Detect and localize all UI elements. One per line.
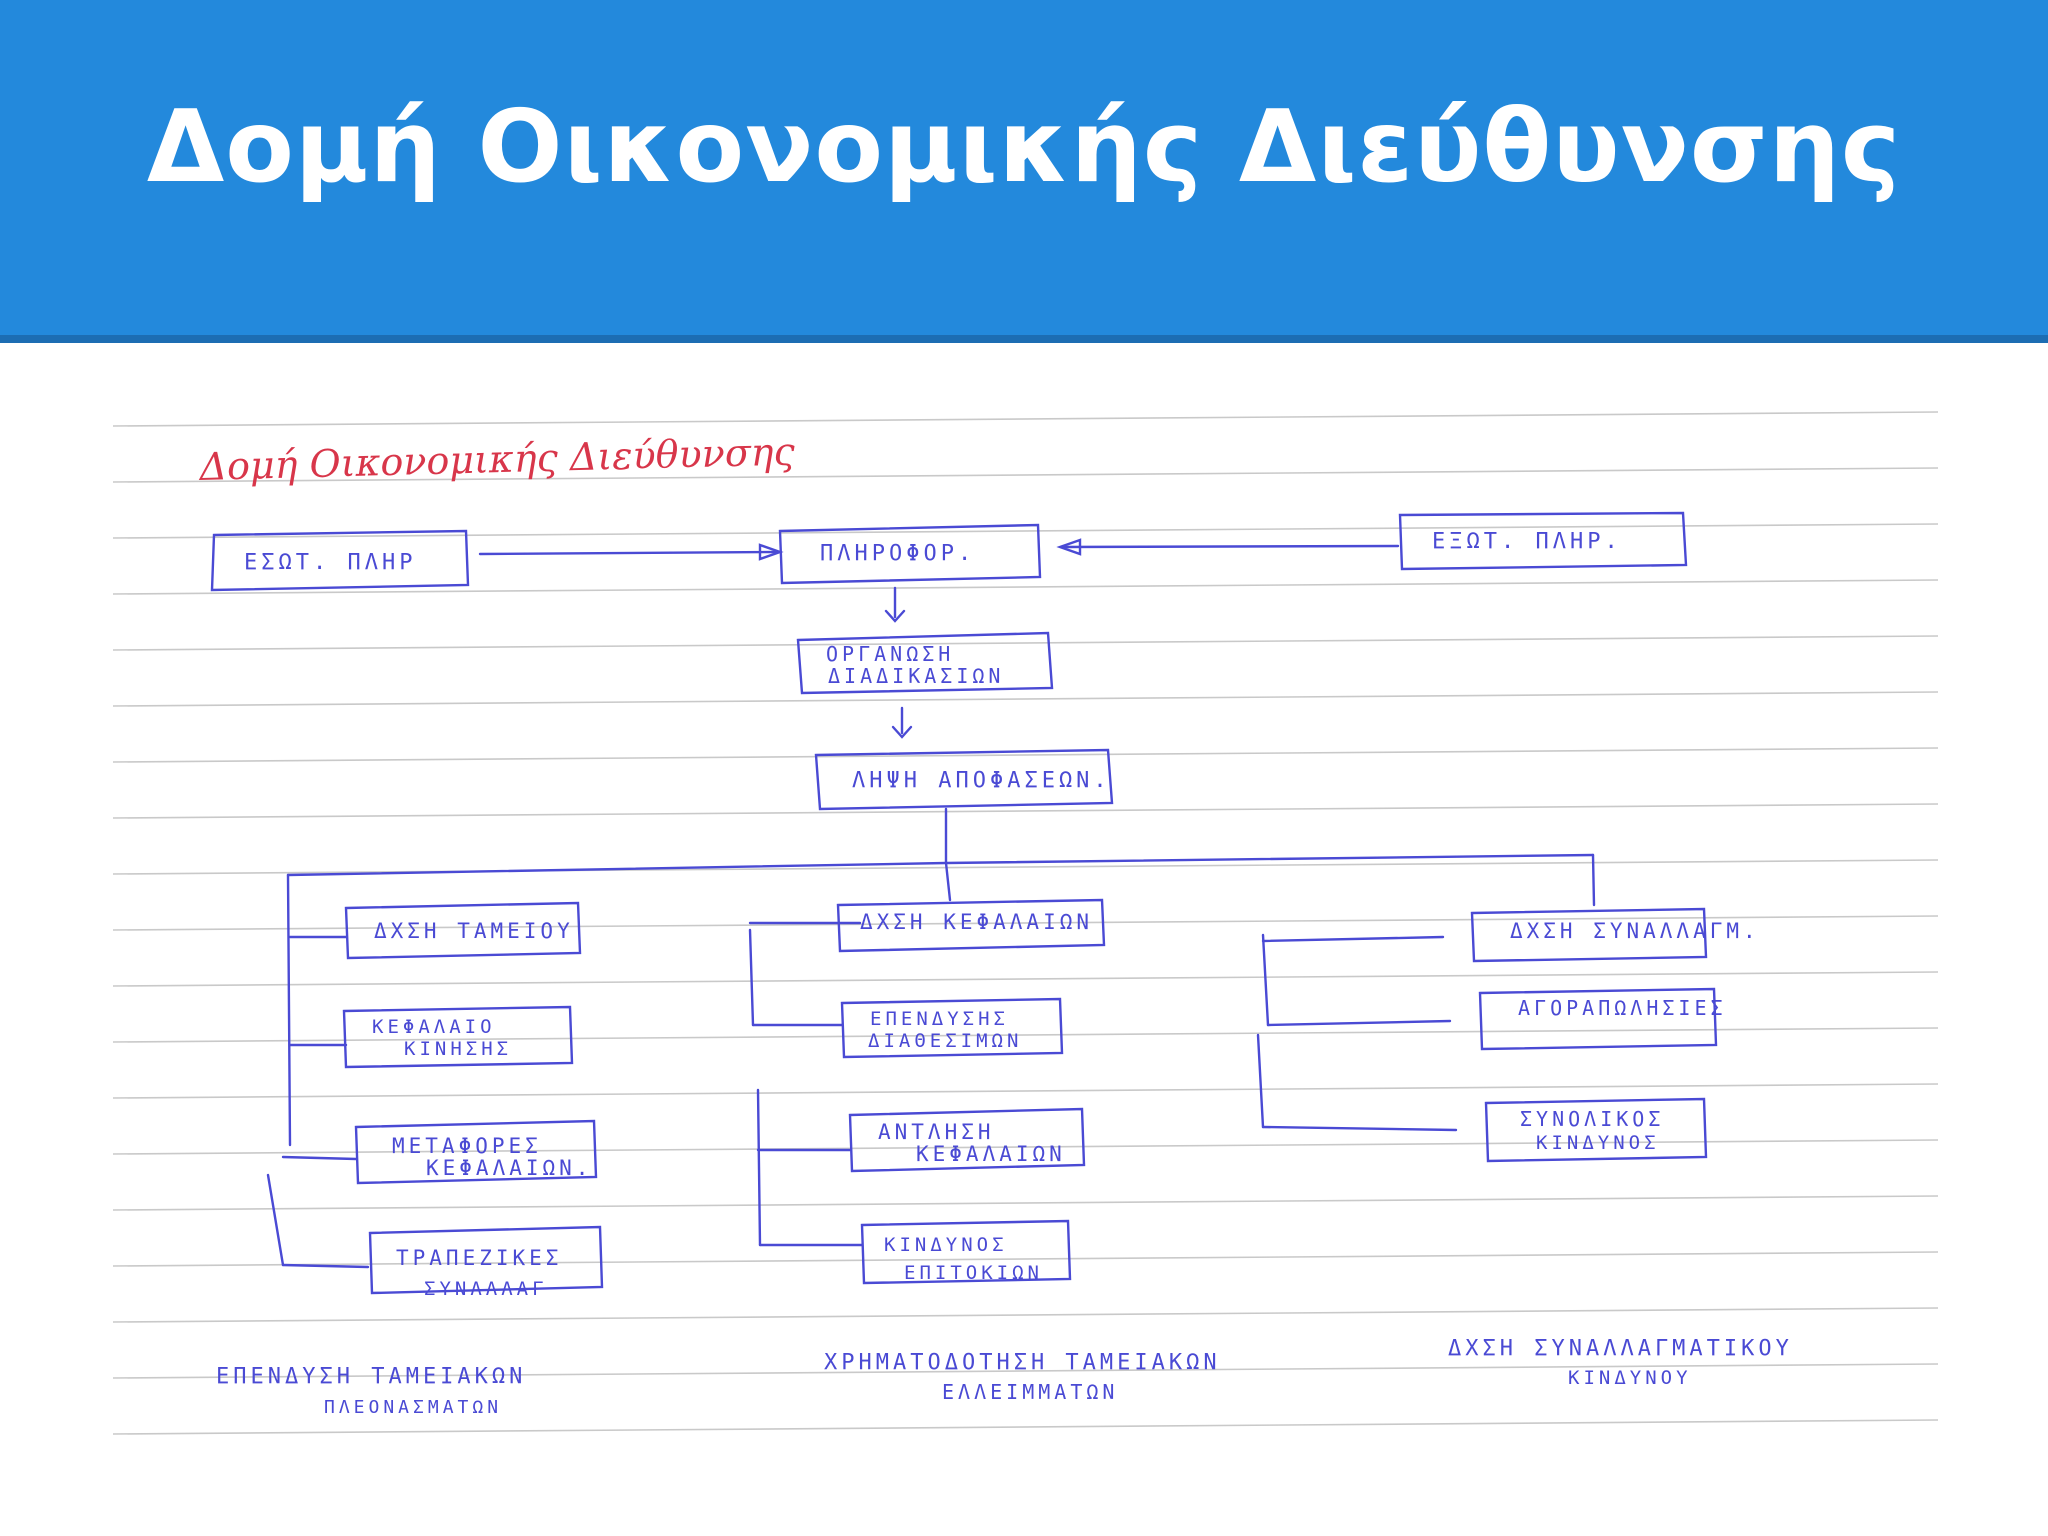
paper-rule-line	[112, 915, 1939, 931]
label-right-head: ΔΧΣΗ ΣΥΝΑΛΛΑΓΜ.	[1510, 919, 1760, 943]
ink-lines	[266, 538, 1596, 1269]
box-external-info	[1398, 511, 1688, 571]
label-left-item-1-line-1: ΚΕΦΑΛΑΙΟ	[372, 1016, 496, 1038]
paper-rule-line	[112, 691, 1939, 707]
label-external-info: ΕΞΩΤ. ΠΛΗΡ.	[1432, 529, 1622, 554]
box-left-head	[344, 901, 582, 960]
box-left-item-2	[354, 1119, 598, 1185]
box-left-item-1	[342, 1005, 574, 1069]
box-right-item-1	[1478, 987, 1718, 1051]
caption-middle-line-1: ΧΡΗΜΑΤΟΔΟΤΗΣΗ ΤΑΜΕΙΑΚΩΝ	[824, 1350, 1221, 1375]
box-left-item-3	[368, 1225, 604, 1295]
box-internal-info	[210, 529, 470, 592]
paper-rule-line	[112, 1027, 1939, 1043]
scanned-sketch: Δομή Οικονομικής Διεύθυνσης	[108, 385, 1948, 1475]
paper-rule-line	[112, 1083, 1939, 1099]
label-left-item-2-line-1: ΜΕΤΑΦΟΡΕΣ	[392, 1134, 542, 1158]
title-bar	[0, 0, 2048, 335]
paper-rule-line	[112, 971, 1939, 987]
box-organization	[796, 631, 1054, 695]
sketch-labels: ΕΣΩΤ. ΠΛΗΡ ΠΛΗΡΟΦΟΡ. ΕΞΩΤ. ΠΛΗΡ. ΟΡΓΑΝΩΣ…	[216, 529, 1793, 1418]
label-left-item-1-line-2: ΚΙΝΗΣΗΣ	[404, 1038, 512, 1060]
slide-title: Δομή Οικονομικής Διεύθυνσης	[146, 88, 1902, 205]
label-information: ΠΛΗΡΟΦΟΡ.	[820, 541, 975, 566]
label-middle-item-3-line-1: ΚΙΝΔΥΝΟΣ	[884, 1234, 1008, 1256]
paper-rule-line	[112, 411, 1939, 427]
paper-rule-line	[112, 803, 1939, 819]
caption-middle-line-2: ΕΛΛΕΙΜΜΑΤΩΝ	[942, 1380, 1118, 1404]
label-organization-line-2: ΔΙΑΔΙΚΑΣΙΩΝ	[828, 664, 1004, 688]
box-information	[778, 523, 1042, 585]
label-middle-item-2-line-2: ΚΕΦΑΛΑΙΩΝ	[916, 1142, 1066, 1166]
label-right-item-2-line-1: ΣΥΝΟΛΙΚΟΣ	[1520, 1107, 1664, 1131]
label-middle-item-1-line-1: ΕΠΕΝΔΥΣΗΣ	[870, 1008, 1009, 1030]
label-decision: ΛΗΨΗ ΑΠΟΦΑΣΕΩΝ.	[852, 768, 1111, 793]
caption-left-line-1: ΕΠΕΝΔΥΣΗ ΤΑΜΕΙΑΚΩΝ	[216, 1364, 526, 1389]
sketch-canvas: Δομή Οικονομικής Διεύθυνσης	[112, 411, 1939, 1435]
paper-rule-line	[112, 1307, 1939, 1323]
paper-rule-line	[112, 635, 1939, 651]
ink-boxes	[210, 511, 1718, 1295]
box-decision	[814, 748, 1114, 811]
label-internal-info: ΕΣΩΤ. ΠΛΗΡ	[244, 550, 416, 575]
box-right-head	[1470, 907, 1708, 963]
label-organization-line-1: ΟΡΓΑΝΩΣΗ	[826, 642, 954, 666]
sketch-heading: Δομή Οικονομικής Διεύθυνσης	[197, 429, 796, 489]
label-left-item-2-line-2: ΚΕΦΑΛΑΙΩΝ.	[426, 1156, 592, 1180]
paper-rule-line	[112, 1251, 1939, 1267]
caption-right-line-2: ΚΙΝΔΥΝΟΥ	[1568, 1367, 1692, 1389]
label-middle-item-2-line-1: ΑΝΤΛΗΣΗ	[878, 1120, 995, 1144]
label-middle-head: ΔΧΣΗ ΚΕΦΑΛΑΙΩΝ	[860, 910, 1093, 934]
label-middle-item-1-line-2: ΔΙΑΘΕΣΙΜΩΝ	[868, 1030, 1022, 1052]
box-middle-item-1	[840, 997, 1064, 1059]
label-right-item-2-line-2: ΚΙΝΔΥΝΟΣ	[1536, 1132, 1660, 1154]
paper-rule-line	[112, 747, 1939, 763]
paper-rule-line	[112, 1363, 1939, 1379]
paper-rule-line	[112, 1139, 1939, 1155]
caption-right-line-1: ΔΧΣΗ ΣΥΝΑΛΛΑΓΜΑΤΙΚΟΥ	[1448, 1336, 1793, 1361]
label-left-head: ΔΧΣΗ ΤΑΜΕΙΟΥ	[374, 919, 574, 943]
label-right-item-1: ΑΓΟΡΑΠΩΛΗΣΙΕΣ	[1518, 996, 1727, 1020]
paper-rule-line	[112, 467, 1939, 483]
box-middle-item-3	[860, 1219, 1072, 1285]
paper-rule-line	[112, 523, 1939, 539]
box-middle-item-2	[848, 1107, 1086, 1173]
label-left-item-3-line-1: ΤΡΑΠΕΖΙΚΕΣ	[396, 1246, 562, 1270]
caption-left-line-2: ΠΛΕΟΝΑΣΜΑΤΩΝ	[324, 1397, 502, 1418]
paper-rule-line	[112, 1419, 1939, 1435]
title-bar-rule	[0, 335, 2048, 343]
box-middle-head	[836, 898, 1106, 953]
box-right-item-2	[1484, 1097, 1708, 1163]
paper-rule-line	[112, 1195, 1939, 1211]
label-middle-item-3-line-2: ΕΠΙΤΟΚΙΩΝ	[904, 1262, 1043, 1284]
label-left-item-3-line-2: ΣΥΝΑΛΛΑΓ	[424, 1278, 548, 1300]
paper-rule-line	[112, 579, 1939, 595]
